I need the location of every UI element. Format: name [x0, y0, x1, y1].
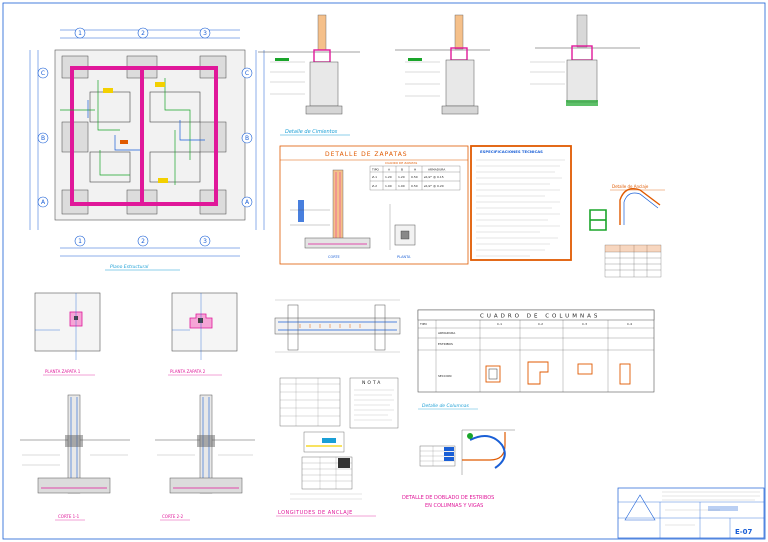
zt-r2-a: 1.00: [385, 184, 392, 188]
zt-r1-b: 1.20: [398, 175, 405, 179]
zt-r1-a: 1.20: [385, 175, 392, 179]
axis-3-top: 3: [203, 30, 207, 37]
axis-1-top: 1: [78, 30, 82, 37]
zt-r1-tipo: Z-1: [372, 175, 377, 179]
axis-c-left: C: [41, 70, 45, 77]
zapata-planta-label: PLANTA: [397, 255, 411, 259]
specifications-panel: ESPECIFICACIONES TECNICAS: [470, 145, 572, 261]
zt-r2-h: 0.50: [411, 184, 418, 188]
ct-h-c3: C-3: [582, 322, 587, 326]
detalle-cimientos-label: Detalle de Cimientos: [285, 129, 338, 135]
ct-h-c2: C-2: [538, 322, 543, 326]
anclaje-detail: Detalle de Anclaje: [589, 184, 665, 278]
ct-h-c4: C-4: [627, 322, 632, 326]
cuadro-columnas-title: CUADRO DE COLUMNAS: [480, 314, 600, 320]
zt-h-tipo: TIPO: [371, 168, 380, 172]
zt-h-arm: ARMADURA: [428, 168, 446, 172]
spec-title: ESPECIFICACIONES TECNICAS: [480, 149, 543, 154]
planta-zapata-1: PLANTA ZAPATA 1: [34, 292, 101, 376]
ct-h-c1: C-1: [497, 322, 502, 326]
zt-h-h: H: [414, 168, 416, 172]
zt-r2-tipo: Z-2: [372, 184, 377, 188]
sheet-number: E-07: [735, 528, 753, 536]
ct-row-armadura: ARMADURA: [438, 331, 456, 335]
axis-2-bottom: 2: [141, 238, 145, 245]
zt-h-a: A: [388, 168, 391, 172]
detalle-columnas-label: Detalle de Columnas: [422, 403, 470, 409]
longitudes-anclaje-title: LONGITUDES DE ANCLAJE: [278, 510, 353, 516]
axis-3-bottom: 3: [203, 238, 207, 245]
corte-1-1-title: CORTE 1-1: [58, 514, 80, 519]
zt-r1-arm: ø1/2" @ 0.15: [424, 175, 444, 179]
beam-detail: [274, 299, 401, 353]
detalle-zapatas-panel: DETALLE DE ZAPATAS CUADRO DE ZAPATAS TIP…: [279, 145, 469, 265]
zt-r2-b: 1.00: [398, 184, 405, 188]
axis-1-bottom: 1: [78, 238, 82, 245]
corte-2-2: CORTE 2-2: [155, 394, 255, 521]
anchor-table: [279, 377, 341, 427]
foundation-plan: 1 2 3 1 2 3 C B A C B A Plano Estructura…: [29, 27, 265, 271]
detalle-zapatas-title: DETALLE DE ZAPATAS: [325, 151, 408, 158]
zt-h-b: B: [401, 168, 403, 172]
axis-c-right: C: [245, 70, 249, 77]
nota-panel: NOTA: [349, 377, 399, 429]
corte-1-1: CORTE 1-1: [20, 394, 130, 521]
longitudes-anclaje: LONGITUDES DE ANCLAJE: [276, 431, 376, 517]
axis-b-right: B: [245, 135, 249, 142]
axis-a-left: A: [41, 199, 46, 206]
zapata-corte-label: CORTE: [328, 255, 340, 259]
cuadro-columnas: CUADRO DE COLUMNAS TIPO C-1 C-2 C-3 C-4 …: [417, 309, 655, 410]
doblado-title-line2: EN COLUMNAS Y VIGAS: [425, 503, 483, 509]
detalle-anclaje-label: Detalle de Anclaje: [612, 184, 649, 189]
nota-title: NOTA: [362, 380, 382, 386]
planta-zapata-1-title: PLANTA ZAPATA 1: [45, 369, 81, 374]
zt-r2-arm: ø1/2" @ 0.20: [424, 184, 444, 188]
ct-h-tipo: TIPO: [419, 322, 428, 326]
doblado-title-line1: DETALLE DE DOBLADO DE ESTRIBOS: [402, 495, 494, 501]
ct-row-estribos: ESTRIBOS: [438, 342, 453, 346]
planta-zapata-2-title: PLANTA ZAPATA 2: [170, 369, 206, 374]
ct-row-seccion: SECCION: [438, 374, 451, 378]
doblado-estribos: DETALLE DE DOBLADO DE ESTRIBOS EN COLUMN…: [402, 429, 515, 509]
plan-title: Plano Estructural: [110, 264, 149, 270]
axis-2-top: 2: [141, 30, 145, 37]
zt-r1-h: 0.50: [411, 175, 418, 179]
title-block: E-07: [617, 487, 765, 539]
axis-a-right: A: [245, 199, 250, 206]
cuadro-zapatas-title: CUADRO DE ZAPATAS: [385, 161, 417, 165]
cimientos-details: Detalle de Cimientos: [258, 14, 640, 136]
corte-2-2-title: CORTE 2-2: [162, 514, 184, 519]
axis-b-left: B: [41, 135, 45, 142]
planta-zapata-2: PLANTA ZAPATA 2: [168, 292, 238, 376]
